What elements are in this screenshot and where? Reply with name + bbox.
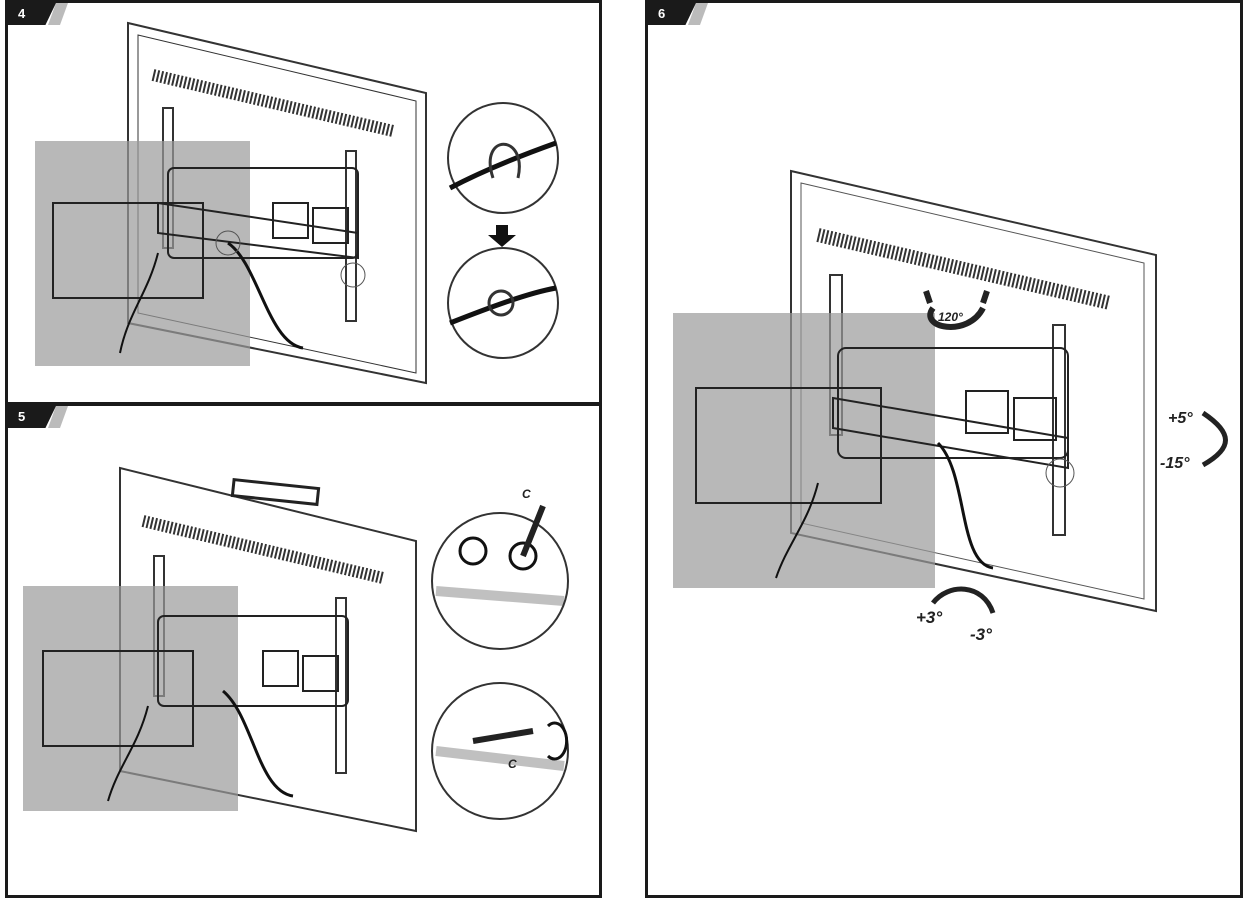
inset-cable-clip-closed bbox=[447, 247, 559, 359]
cable bbox=[775, 482, 819, 579]
vent-slots bbox=[151, 69, 395, 137]
step-5-illustration: C C bbox=[23, 466, 569, 833]
tilt-up-label: +5° bbox=[1168, 410, 1193, 427]
cable bbox=[936, 441, 994, 570]
wall bbox=[673, 313, 935, 588]
arrow-down-icon bbox=[488, 225, 516, 247]
vent-slots bbox=[816, 228, 1112, 310]
cable bbox=[222, 689, 294, 798]
vent-slots bbox=[141, 515, 385, 584]
bubble-level bbox=[230, 478, 321, 507]
arm-bracket bbox=[695, 347, 1069, 504]
level-plus-label: +3° bbox=[916, 608, 942, 627]
wall bbox=[35, 141, 250, 366]
level-adjust-arrow-icon bbox=[931, 586, 996, 614]
arm-bracket bbox=[52, 167, 359, 299]
step-number: 5 bbox=[8, 406, 56, 428]
step-6-illustration: 120° +5° -15° +3° -3° bbox=[673, 169, 1228, 644]
step-number: 6 bbox=[648, 3, 696, 25]
inset-wrench-bottom: C bbox=[431, 682, 569, 820]
step-number: 4 bbox=[8, 3, 56, 25]
swivel-arrow-icon bbox=[923, 290, 990, 330]
cable bbox=[107, 705, 149, 802]
step-5-panel: 5 C C bbox=[5, 403, 602, 898]
detail-circle-highlight bbox=[340, 262, 366, 288]
wall bbox=[23, 586, 238, 811]
tilt-arrow-icon bbox=[1201, 410, 1228, 468]
step-6-panel: 6 120° +5° -15° +3° -3° bbox=[645, 0, 1243, 898]
wrench-label: C bbox=[508, 757, 517, 771]
level-minus-label: -3° bbox=[970, 625, 992, 644]
cable bbox=[119, 252, 159, 354]
step-4-illustration bbox=[35, 21, 559, 385]
tilt-down-label: -15° bbox=[1160, 455, 1190, 472]
inset-wrench-top: C bbox=[431, 487, 569, 650]
detail-circle-highlight bbox=[1045, 458, 1075, 488]
arm-bracket bbox=[42, 615, 349, 747]
inset-cable-clip-open bbox=[447, 102, 559, 214]
detail-circle-highlight bbox=[215, 230, 241, 256]
cable bbox=[227, 241, 304, 350]
swivel-angle-label: 120° bbox=[938, 310, 963, 324]
wrench-label: C bbox=[522, 487, 531, 501]
step-4-panel: 4 bbox=[5, 0, 602, 405]
